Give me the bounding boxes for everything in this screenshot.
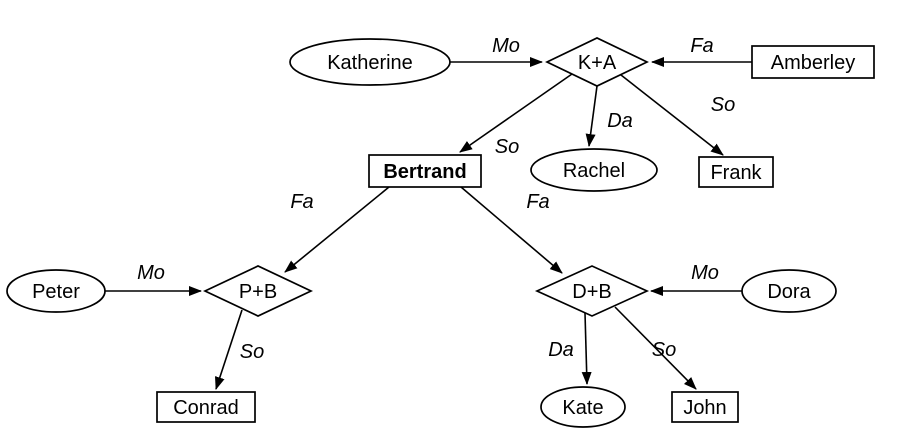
edge-label-da-db-kate: Da [548, 339, 574, 361]
edge-bertrand-to-db: Fa [460, 186, 563, 274]
edge-db-to-kate: Da [548, 312, 592, 385]
node-john: John [671, 391, 739, 423]
edge-line [585, 85, 598, 147]
node-label-db: D+B [572, 281, 611, 303]
node-frank: Frank [698, 156, 774, 188]
node-bertrand: Bertrand [368, 154, 482, 188]
edge-label-fa-amberley-ka: Fa [690, 35, 713, 57]
edge-label-so-ka-frank: So [711, 94, 735, 116]
node-shape-rect [751, 45, 875, 79]
node-db: D+B [534, 265, 650, 317]
node-shape-ellipse [530, 148, 658, 192]
edge-ka-to-bertrand: So [459, 73, 573, 158]
edge-pb-to-conrad: So [215, 309, 264, 390]
node-label-katherine: Katherine [327, 52, 413, 74]
edge-bertrand-to-pb: Fa [284, 186, 390, 273]
node-katherine: Katherine [289, 38, 451, 86]
node-shape-ellipse [741, 269, 837, 313]
node-shape-ellipse [289, 38, 451, 86]
edge-katherine-to-ka: Mo [450, 35, 543, 67]
edge-line [460, 186, 563, 274]
node-label-rachel: Rachel [563, 160, 625, 182]
node-shape-diamond [534, 265, 650, 317]
node-label-john: John [683, 397, 726, 419]
node-label-frank: Frank [710, 162, 762, 184]
edge-amberley-to-ka: Fa [651, 35, 752, 67]
edge-line [581, 312, 592, 385]
node-shape-diamond [203, 265, 313, 317]
node-label-amberley: Amberley [771, 52, 855, 74]
node-label-bertrand: Bertrand [383, 161, 466, 183]
edge-label-mo-katherine-ka: Mo [492, 35, 520, 57]
edge-ka-to-rachel: Da [585, 85, 633, 147]
edge-label-mo-dora-db: Mo [691, 262, 719, 284]
node-shape-rect [671, 391, 739, 423]
node-conrad: Conrad [156, 391, 256, 423]
node-label-dora: Dora [767, 281, 811, 303]
node-shape-rect [698, 156, 774, 188]
edge-line [459, 73, 573, 153]
node-ka: K+A [545, 37, 649, 87]
edge-label-mo-peter-pb: Mo [137, 262, 165, 284]
node-shape-rect [368, 154, 482, 188]
edge-line [284, 186, 390, 273]
edge-line [215, 309, 243, 390]
edge-peter-to-pb: Mo [105, 262, 202, 296]
node-dora: Dora [741, 269, 837, 313]
node-shape-diamond [545, 37, 649, 87]
node-label-ka: K+A [578, 52, 617, 74]
node-shape-ellipse [540, 386, 626, 428]
edge-label-so-db-john: So [652, 339, 676, 361]
edge-label-fa-bertrand-db: Fa [526, 191, 549, 213]
node-rachel: Rachel [530, 148, 658, 192]
edge-dora-to-db: Mo [650, 262, 742, 296]
node-amberley: Amberley [751, 45, 875, 79]
node-label-conrad: Conrad [173, 397, 239, 419]
edge-ka-to-frank: So [620, 74, 735, 156]
node-label-kate: Kate [562, 397, 603, 419]
edge-line [620, 74, 724, 156]
node-kate: Kate [540, 386, 626, 428]
node-shape-rect [156, 391, 256, 423]
node-pb: P+B [203, 265, 313, 317]
edge-db-to-john: So [614, 306, 697, 390]
node-label-pb: P+B [239, 281, 277, 303]
edge-label-so-pb-conrad: So [240, 341, 264, 363]
node-peter: Peter [6, 269, 106, 313]
edge-label-da-ka-rachel: Da [607, 110, 633, 132]
node-label-peter: Peter [32, 281, 80, 303]
edge-line [614, 306, 697, 390]
node-shape-ellipse [6, 269, 106, 313]
edge-label-fa-bertrand-pb: Fa [290, 191, 313, 213]
edge-label-so-ka-bertrand: So [495, 136, 519, 158]
